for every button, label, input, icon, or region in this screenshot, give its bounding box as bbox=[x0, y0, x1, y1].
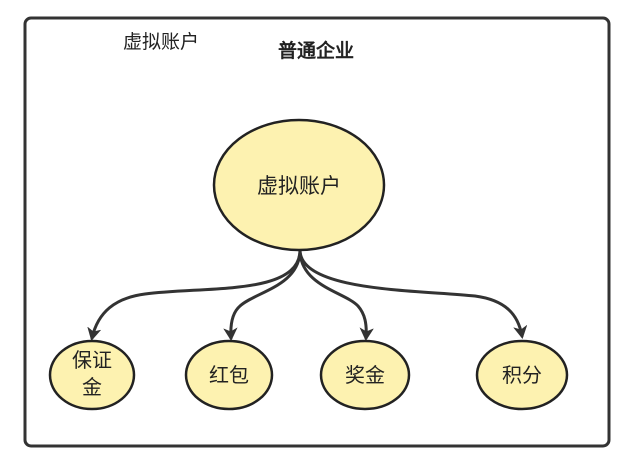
root-node: 虚拟账户 bbox=[212, 118, 386, 252]
diagram-title: 普通企业 bbox=[278, 39, 354, 62]
child-node-label: 奖金 bbox=[345, 363, 385, 387]
child-node-shape bbox=[184, 339, 274, 411]
root-node-shape bbox=[212, 118, 386, 252]
child-node-label-line-2: 金 bbox=[82, 375, 102, 399]
child-node-hongbao: 红包 bbox=[184, 339, 274, 411]
container-label: 虚拟账户 bbox=[123, 31, 199, 53]
edge-to-child-1 bbox=[92, 248, 302, 338]
edge-to-child-2 bbox=[231, 248, 302, 338]
edges bbox=[92, 248, 522, 338]
child-node-shape bbox=[319, 339, 411, 411]
child-node-label-line-1: 保证 bbox=[72, 348, 112, 372]
root-node-label: 虚拟账户 bbox=[257, 174, 341, 198]
edge-to-child-4 bbox=[298, 248, 522, 336]
child-node-jiangjin: 奖金 bbox=[319, 339, 411, 411]
child-node-label: 积分 bbox=[502, 363, 542, 387]
child-node-shape bbox=[48, 339, 136, 411]
child-node-shape bbox=[475, 339, 569, 411]
child-node-baozhengjin: 保证 金 bbox=[48, 339, 136, 411]
edge-to-child-3 bbox=[298, 248, 366, 338]
child-node-label: 红包 bbox=[209, 363, 249, 387]
child-node-jifen: 积分 bbox=[475, 339, 569, 411]
